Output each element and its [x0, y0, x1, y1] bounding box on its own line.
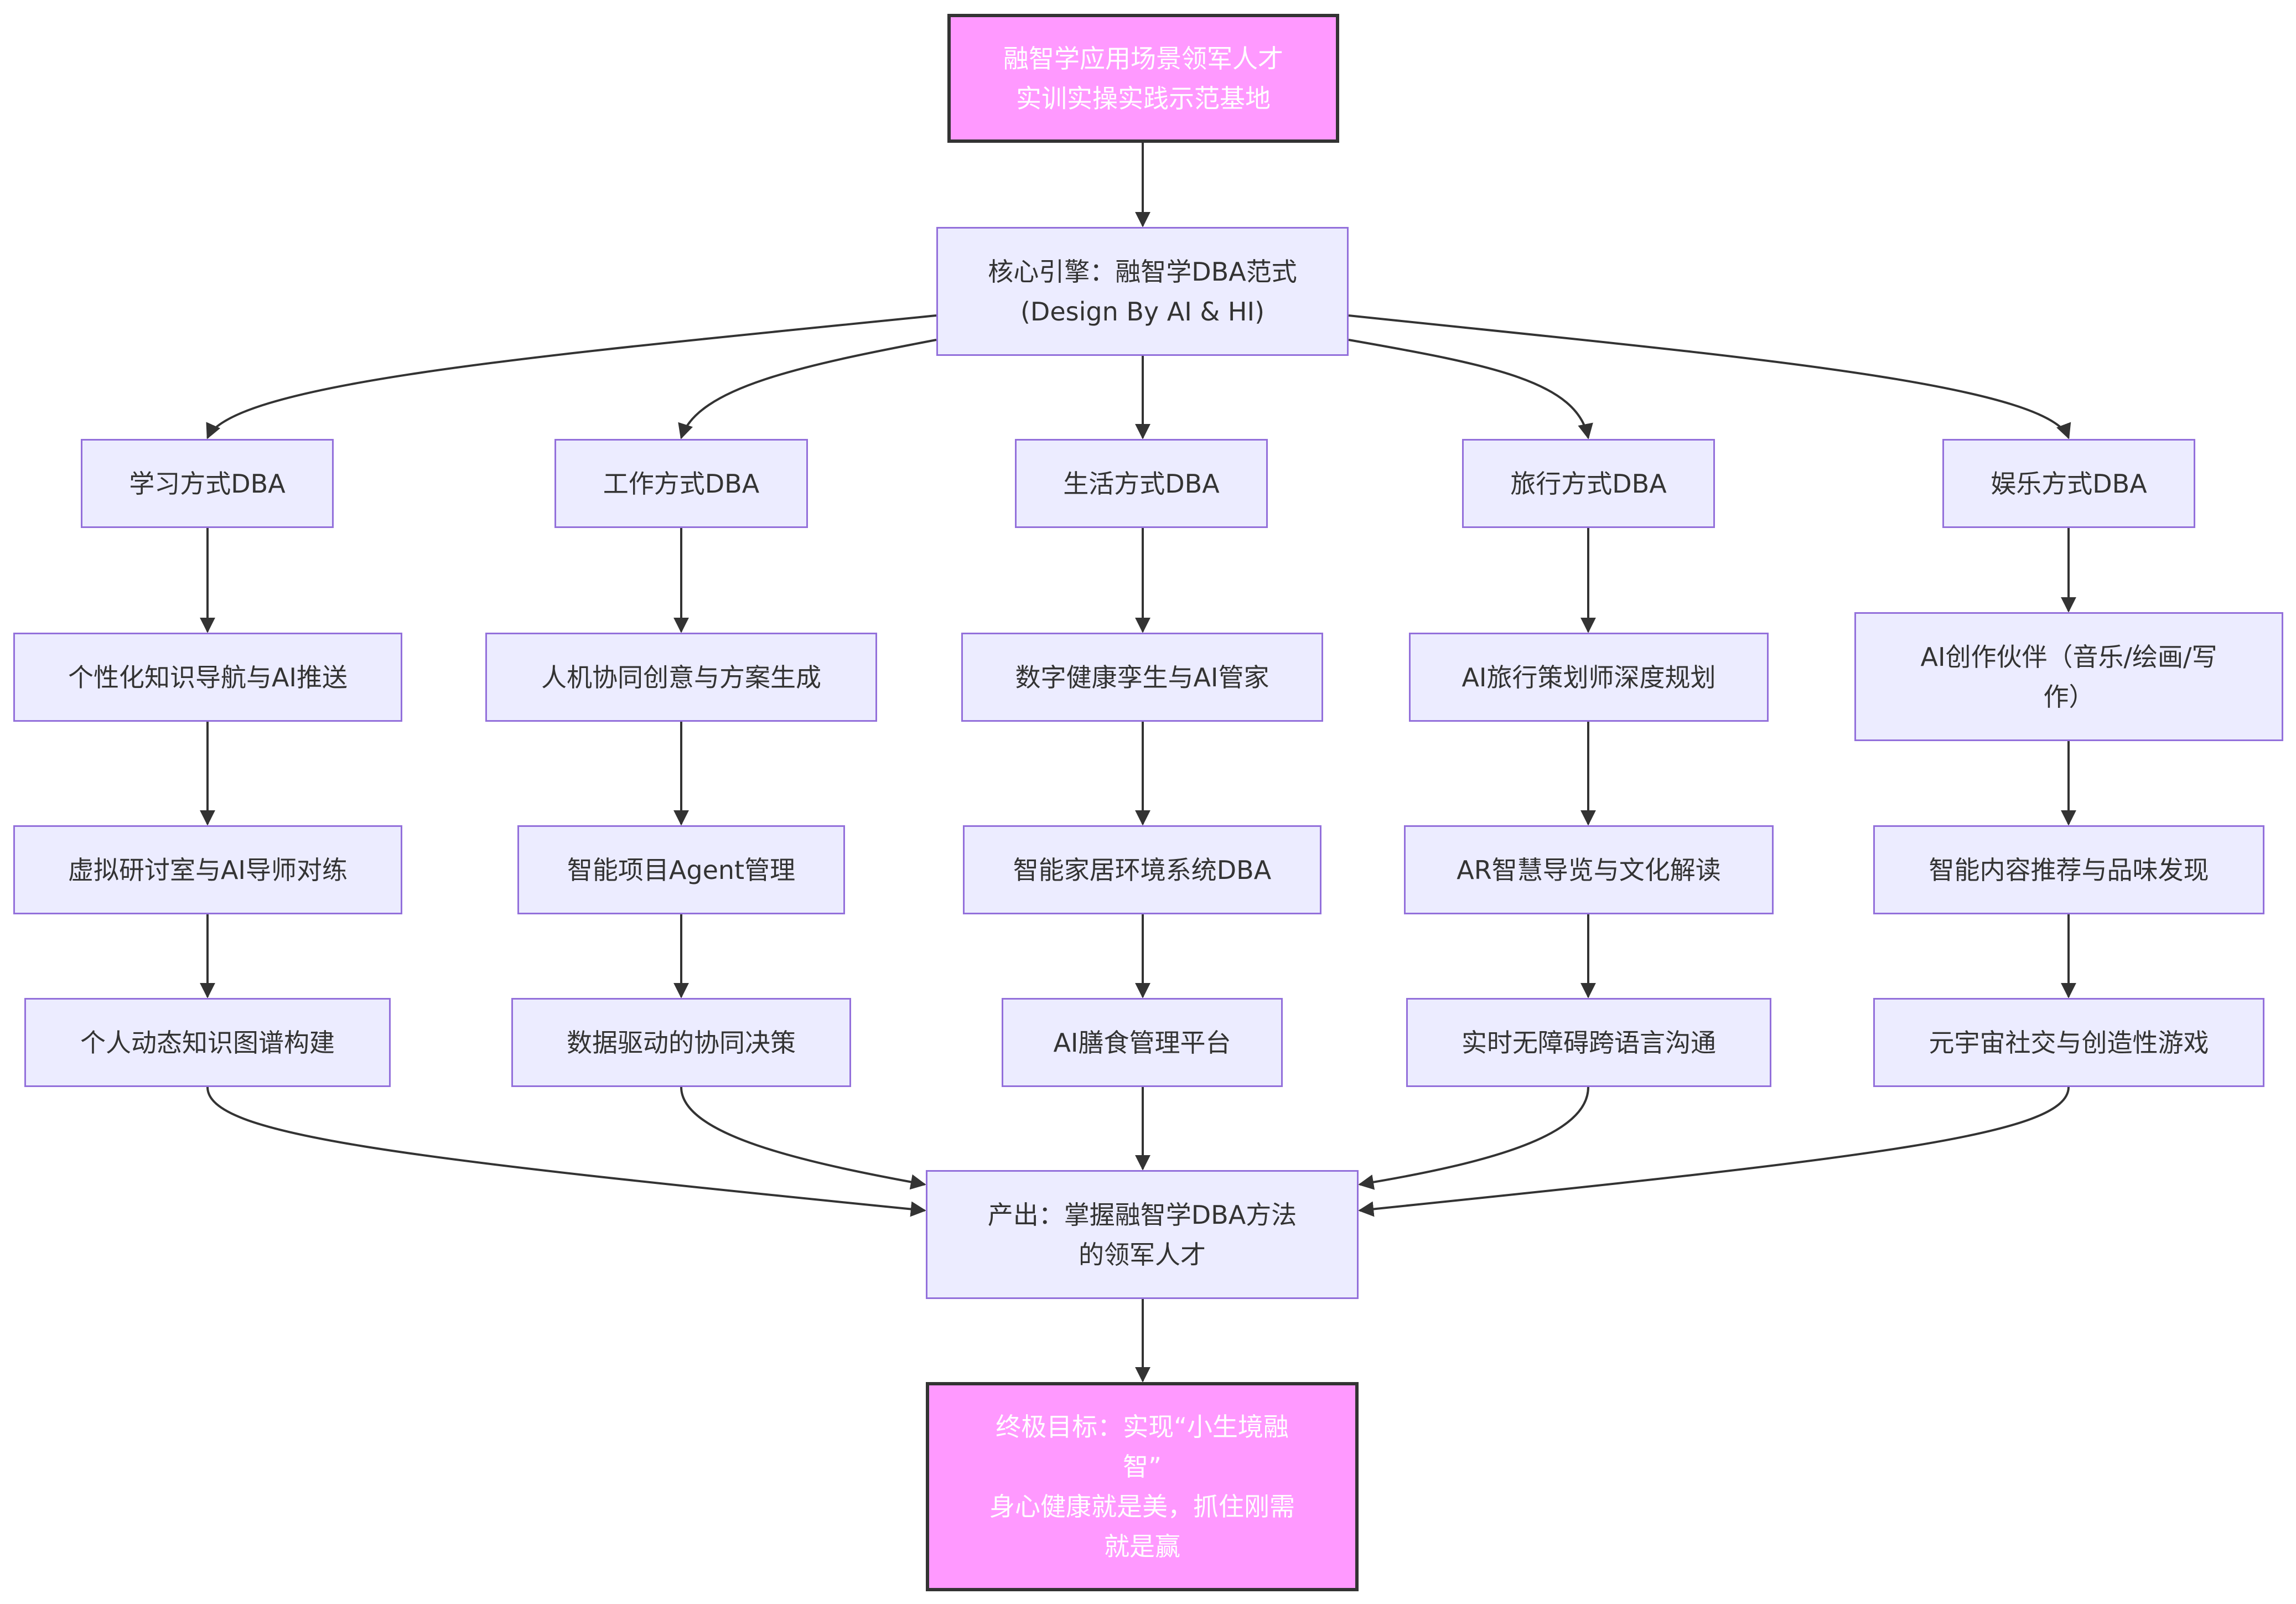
step-life-1-label: 数字健康孪生与AI管家 — [1015, 662, 1269, 692]
step-node-learning-2: 虚拟研讨室与AI导师对练 — [13, 825, 402, 914]
step-life-3-label: AI膳食管理平台 — [1053, 1027, 1231, 1058]
step-node-entertainment-2: 智能内容推荐与品味发现 — [1873, 825, 2264, 914]
branch-node-learning: 学习方式DBA — [81, 439, 334, 528]
step-node-travel-3: 实时无障碍跨语言沟通 — [1406, 998, 1771, 1087]
output-node: 产出：掌握融智学DBA方法 的领军人才 — [926, 1170, 1359, 1299]
step-node-travel-2: AR智慧导览与文化解读 — [1404, 825, 1774, 914]
edge-travel-to-output — [1358, 1086, 1589, 1190]
edge-entertainment-to-output — [1358, 1086, 2070, 1217]
goal-label: 终极目标：实现“小生境融 智” 身心健康就是美，抓住刚需 就是赢 — [989, 1412, 1295, 1561]
step-node-entertainment-1: AI创作伙伴（音乐/绘画/写 作） — [1854, 612, 2283, 741]
step-learning-1-label: 个性化知识导航与AI推送 — [68, 662, 348, 692]
step-entertainment-2-label: 智能内容推荐与品味发现 — [1929, 855, 2209, 885]
branch-work-label: 工作方式DBA — [603, 468, 760, 499]
step-life-2-label: 智能家居环境系统DBA — [1013, 855, 1272, 885]
edge-core-to-travel — [1348, 339, 1593, 439]
branch-node-work: 工作方式DBA — [554, 439, 808, 528]
core-engine-node: 核心引擎：融智学DBA范式 (Design By AI & HI) — [936, 227, 1349, 356]
branch-life-label: 生活方式DBA — [1063, 468, 1220, 499]
step-entertainment-3-label: 元宇宙社交与创造性游戏 — [1929, 1027, 2209, 1058]
edge-core-to-work — [678, 339, 937, 439]
core-engine-label: 核心引擎：融智学DBA范式 (Design By AI & HI) — [988, 256, 1297, 327]
step-work-3-label: 数据驱动的协同决策 — [567, 1027, 796, 1058]
step-work-2-label: 智能项目Agent管理 — [567, 855, 796, 885]
step-node-entertainment-3: 元宇宙社交与创造性游戏 — [1873, 998, 2264, 1087]
branch-node-entertainment: 娱乐方式DBA — [1942, 439, 2195, 528]
branch-entertainment-label: 娱乐方式DBA — [1991, 468, 2147, 499]
edge-core-to-entertainment — [1348, 314, 2071, 439]
step-node-work-2: 智能项目Agent管理 — [517, 825, 845, 914]
edge-work-to-output — [680, 1086, 926, 1190]
step-learning-2-label: 虚拟研讨室与AI导师对练 — [68, 855, 348, 885]
output-label: 产出：掌握融智学DBA方法 的领军人才 — [987, 1199, 1297, 1270]
goal-node: 终极目标：实现“小生境融 智” 身心健康就是美，抓住刚需 就是赢 — [926, 1382, 1359, 1591]
step-learning-3-label: 个人动态知识图谱构建 — [80, 1027, 335, 1058]
step-travel-1-label: AI旅行策划师深度规划 — [1461, 662, 1716, 692]
top-node-label: 融智学应用场景领军人才 实训实操实践示范基地 — [1003, 43, 1283, 113]
edge-learning-to-output — [206, 1086, 926, 1217]
step-work-1-label: 人机协同创意与方案生成 — [541, 662, 821, 692]
step-entertainment-1-label: AI创作伙伴（音乐/绘画/写 作） — [1920, 641, 2217, 712]
branch-node-travel: 旅行方式DBA — [1462, 439, 1715, 528]
branch-travel-label: 旅行方式DBA — [1510, 468, 1667, 499]
step-node-work-3: 数据驱动的协同决策 — [511, 998, 851, 1087]
branch-learning-label: 学习方式DBA — [129, 468, 286, 499]
top-node-training-base: 融智学应用场景领军人才 实训实操实践示范基地 — [947, 14, 1339, 143]
step-node-life-3: AI膳食管理平台 — [1002, 998, 1283, 1087]
step-node-life-2: 智能家居环境系统DBA — [963, 825, 1321, 914]
step-node-learning-1: 个性化知识导航与AI推送 — [13, 633, 402, 722]
step-node-work-1: 人机协同创意与方案生成 — [485, 633, 877, 722]
edge-core-to-learning — [206, 314, 937, 439]
step-node-travel-1: AI旅行策划师深度规划 — [1409, 633, 1769, 722]
branch-node-life: 生活方式DBA — [1015, 439, 1268, 528]
step-travel-2-label: AR智慧导览与文化解读 — [1457, 855, 1721, 885]
step-node-learning-3: 个人动态知识图谱构建 — [24, 998, 391, 1087]
step-travel-3-label: 实时无障碍跨语言沟通 — [1461, 1027, 1716, 1058]
step-node-life-1: 数字健康孪生与AI管家 — [961, 633, 1323, 722]
